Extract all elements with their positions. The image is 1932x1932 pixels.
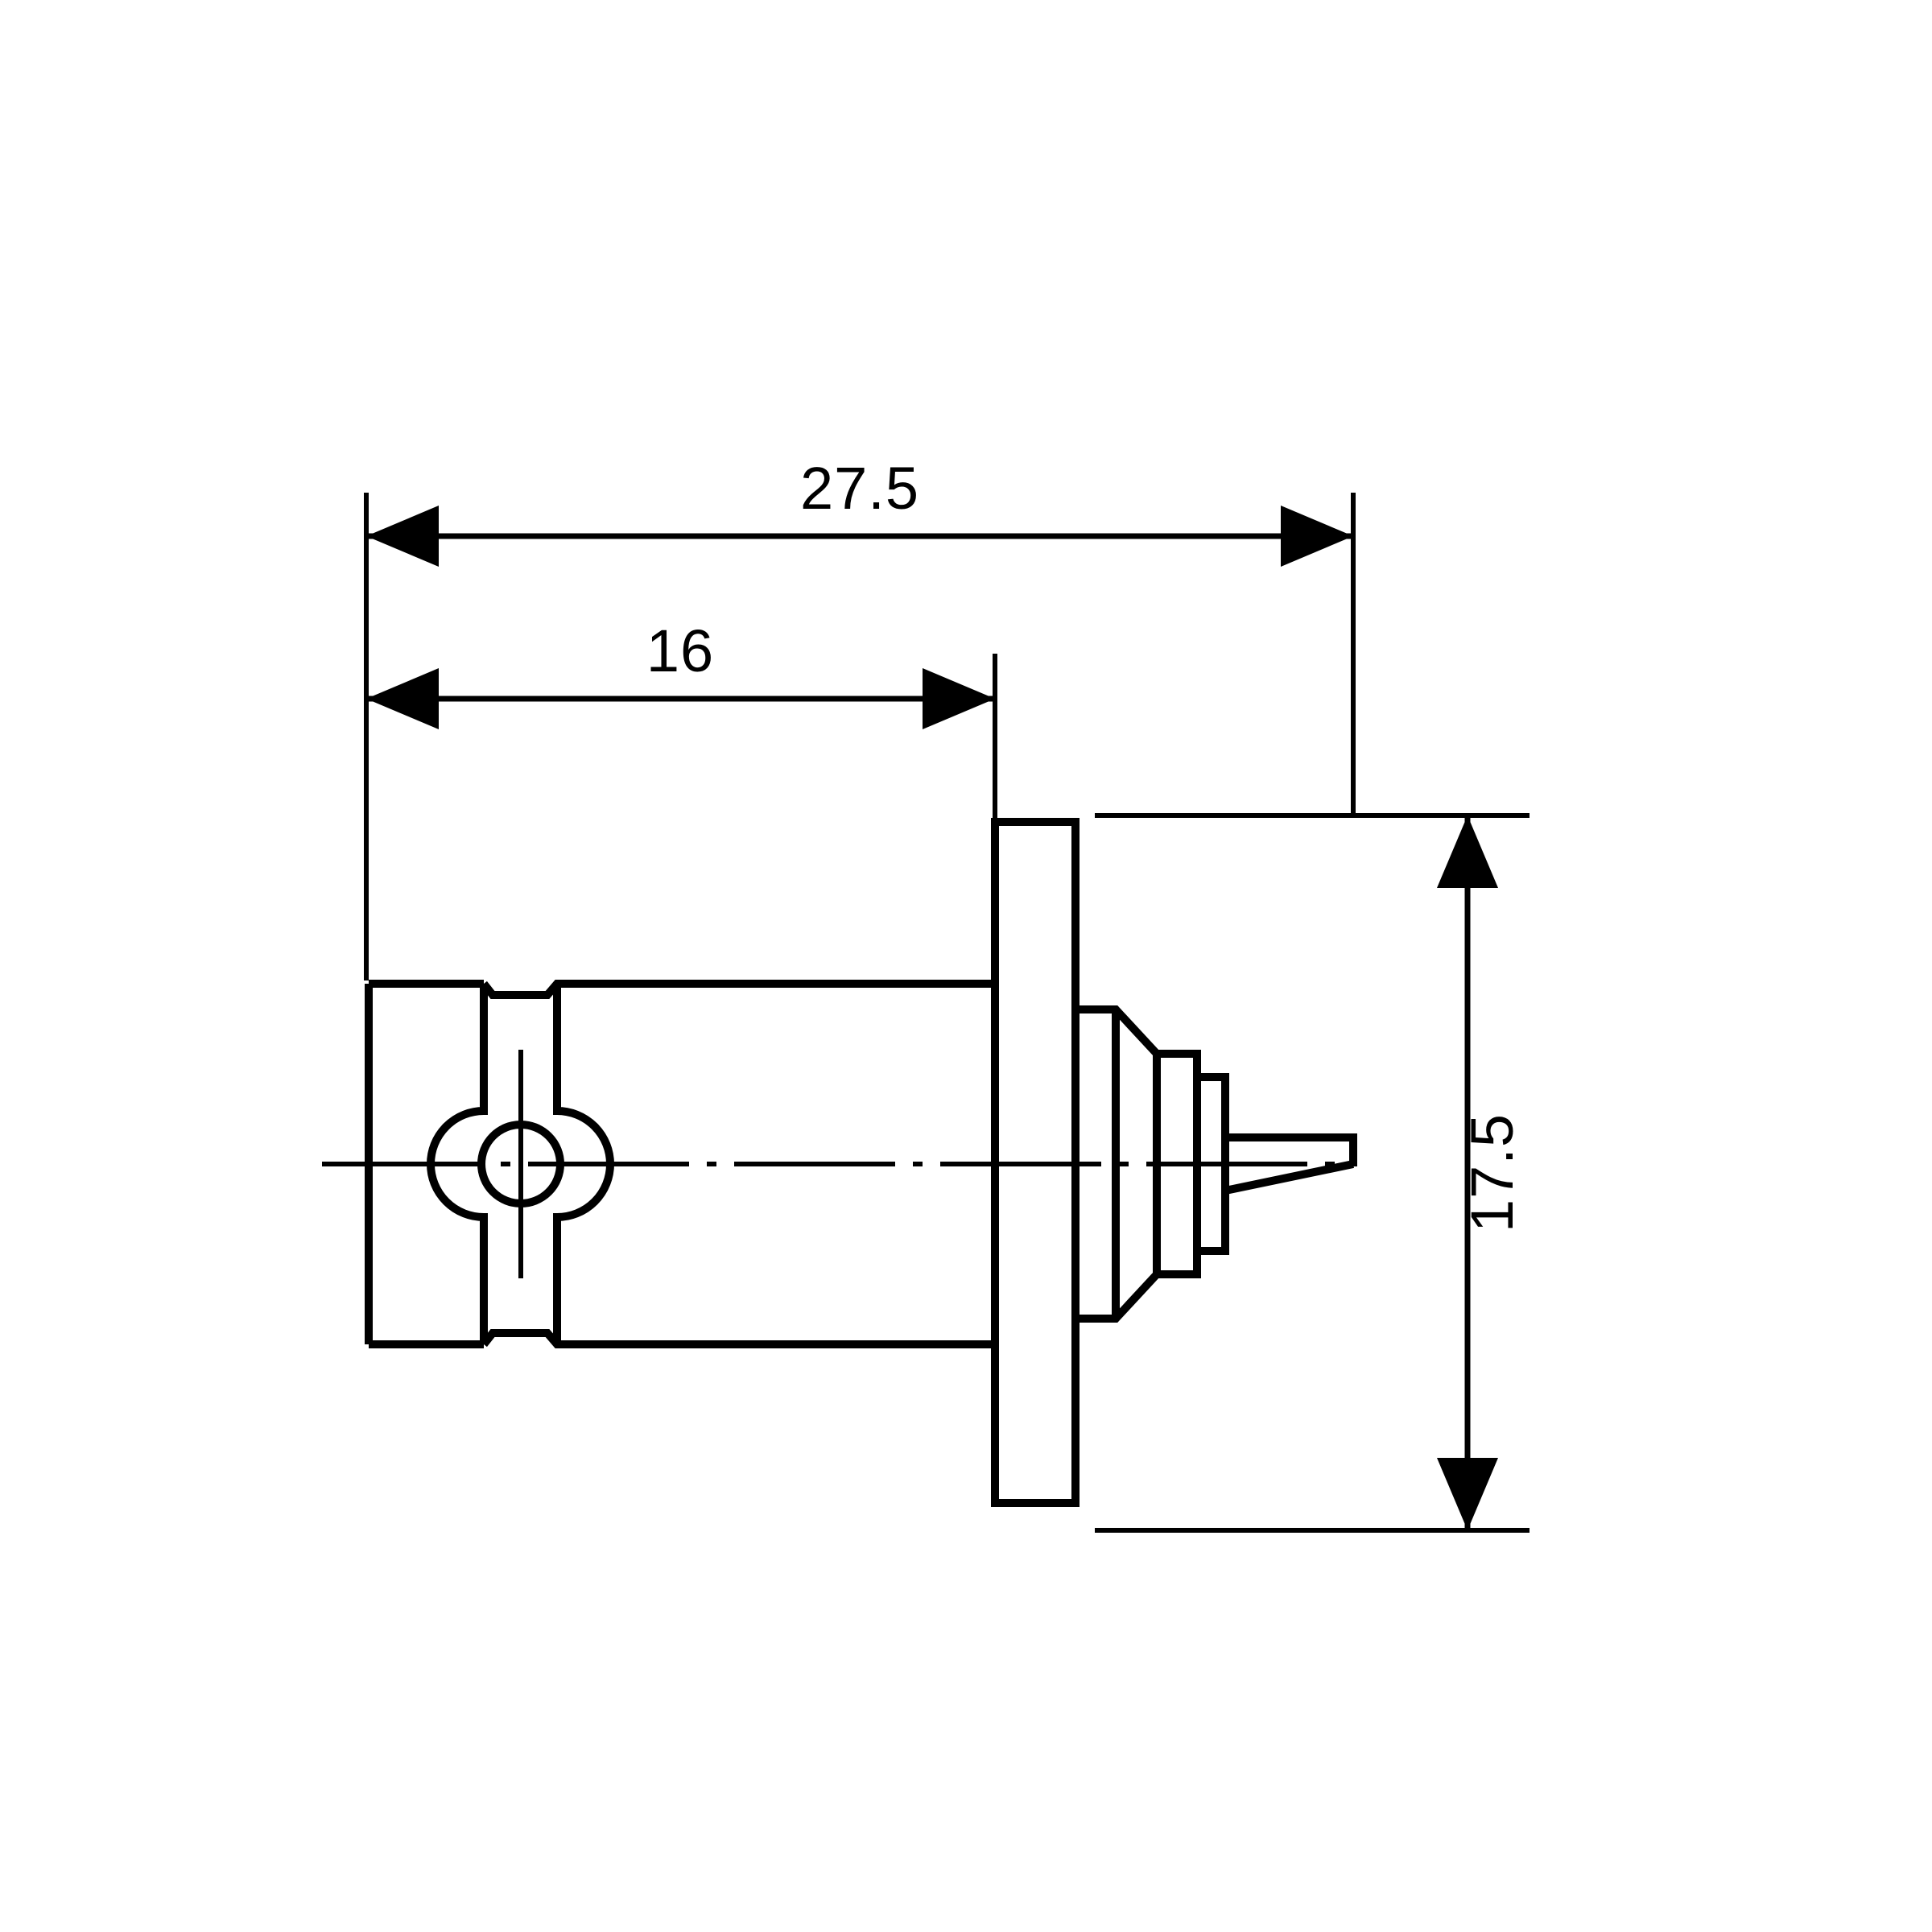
arrowhead-left-body <box>366 668 439 729</box>
dimension-flange-height: 17.5 <box>1095 813 1530 1533</box>
dimension-overall-length: 27.5 <box>364 455 1356 980</box>
arrowhead-left-overall <box>366 506 439 567</box>
arrowhead-top-flange <box>1437 815 1498 888</box>
dimension-label-overall-length: 27.5 <box>800 455 919 522</box>
body-top-edge-groove-notch <box>481 980 995 999</box>
dimension-label-body-length: 16 <box>646 617 714 684</box>
mounting-flange-rect <box>991 818 1080 1507</box>
dimension-body-length: 16 <box>366 617 997 821</box>
dimension-label-flange-height: 17.5 <box>1459 1113 1525 1232</box>
arrowhead-right-body <box>923 668 995 729</box>
body-bottom-edge-groove-notch <box>481 1329 995 1348</box>
arrowhead-bottom-flange <box>1437 1458 1498 1530</box>
arrowhead-right-overall <box>1281 506 1353 567</box>
